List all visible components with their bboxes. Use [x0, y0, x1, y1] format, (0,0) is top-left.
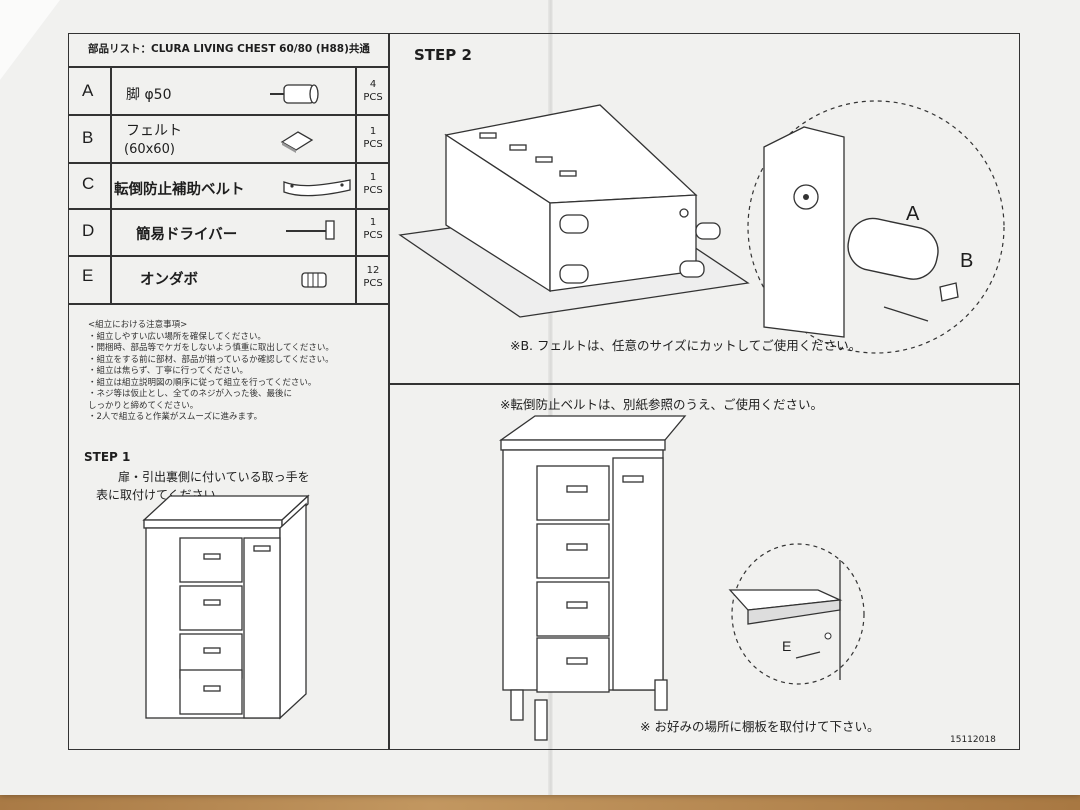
assembly-notes: <組立における注意事項> ・組立しやすい広い場所を確保してください。 ・開梱時、… [88, 320, 334, 424]
part-name: 転倒防止補助ベルト [114, 182, 245, 198]
belt-note: ※転倒防止ベルトは、別紙参照のうえ、ご使用ください。 [500, 397, 823, 412]
note-line: ・組立しやすい広い場所を確保してください。 [88, 331, 266, 342]
table-rule [68, 114, 389, 116]
part-letter: C [82, 174, 95, 193]
parts-list-header: 部品リスト：CLURA LIVING CHEST 60/80 (H88)共通 [88, 43, 370, 55]
table-rule [68, 208, 389, 210]
document-number: 15112018 [950, 735, 996, 745]
part-name: 簡易ドライバー [136, 227, 238, 243]
step2-title: STEP 2 [414, 46, 472, 64]
belt-icon [283, 179, 351, 197]
part-name: フェルト [126, 123, 182, 139]
note-line: ・開梱時、部品等でケガをしないよう慎重に取出してください。 [88, 343, 334, 353]
parts-bottom-line [68, 303, 389, 305]
table-rule [68, 255, 389, 257]
leg-icon [270, 84, 319, 104]
step1-title: STEP 1 [84, 450, 131, 464]
part-letter: B [82, 128, 94, 147]
chest-upside-down-illustration [398, 104, 750, 318]
part-size: (60x60) [124, 142, 175, 157]
shelf-pin-icon [301, 272, 327, 288]
note-line: ・組立は焦らず、丁寧に行ってください。 [88, 366, 249, 376]
shelf-pin-detail-circle [728, 543, 865, 685]
table-rule [68, 162, 389, 164]
part-letter: E [82, 266, 94, 285]
note-line: ・2人で組立ると作業がスムーズに進みます。 [88, 412, 263, 422]
table-rule [355, 66, 357, 304]
felt-icon [280, 131, 314, 153]
note-line: ・組立は組立説明図の順序に従って組立を行ってください。 [88, 377, 317, 388]
step2-divider [388, 383, 1019, 385]
outer-frame [68, 33, 1020, 750]
part-name: 脚 φ50 [126, 87, 172, 103]
note-line: しっかりと締めてください。 [88, 400, 199, 411]
note-line: ・組立をする前に部材、部品が揃っているか確認してください。 [88, 354, 334, 365]
screwdriver-icon [286, 220, 335, 240]
callout-e: E [782, 638, 792, 654]
shelf-note: ※ お好みの場所に棚板を取付けて下さい。 [640, 719, 880, 734]
part-letter: D [82, 221, 95, 240]
note-line: <組立における注意事項> [88, 320, 188, 330]
part-letter: A [82, 81, 94, 100]
felt-note: ※B. フェルトは、任意のサイズにカットしてご使用ください。 [510, 338, 862, 353]
callout-b: B [960, 250, 974, 272]
paper-fold [548, 0, 554, 795]
callout-a: A [906, 203, 920, 225]
column-divider [388, 33, 390, 749]
folded-corner [0, 0, 60, 80]
chest-illustration-step1 [142, 494, 310, 720]
note-line: ・ネジ等は仮止とし、全てのネジが入った後、最後に [88, 389, 293, 399]
table-rule [110, 66, 112, 304]
leg-detail-circle [747, 100, 1005, 354]
table-rule [68, 66, 389, 68]
step1-instruction: 扉・引出裏側に付いている取っ手を [118, 470, 310, 484]
part-name: オンダボ [140, 272, 198, 288]
chest-upright-illustration [498, 415, 687, 741]
